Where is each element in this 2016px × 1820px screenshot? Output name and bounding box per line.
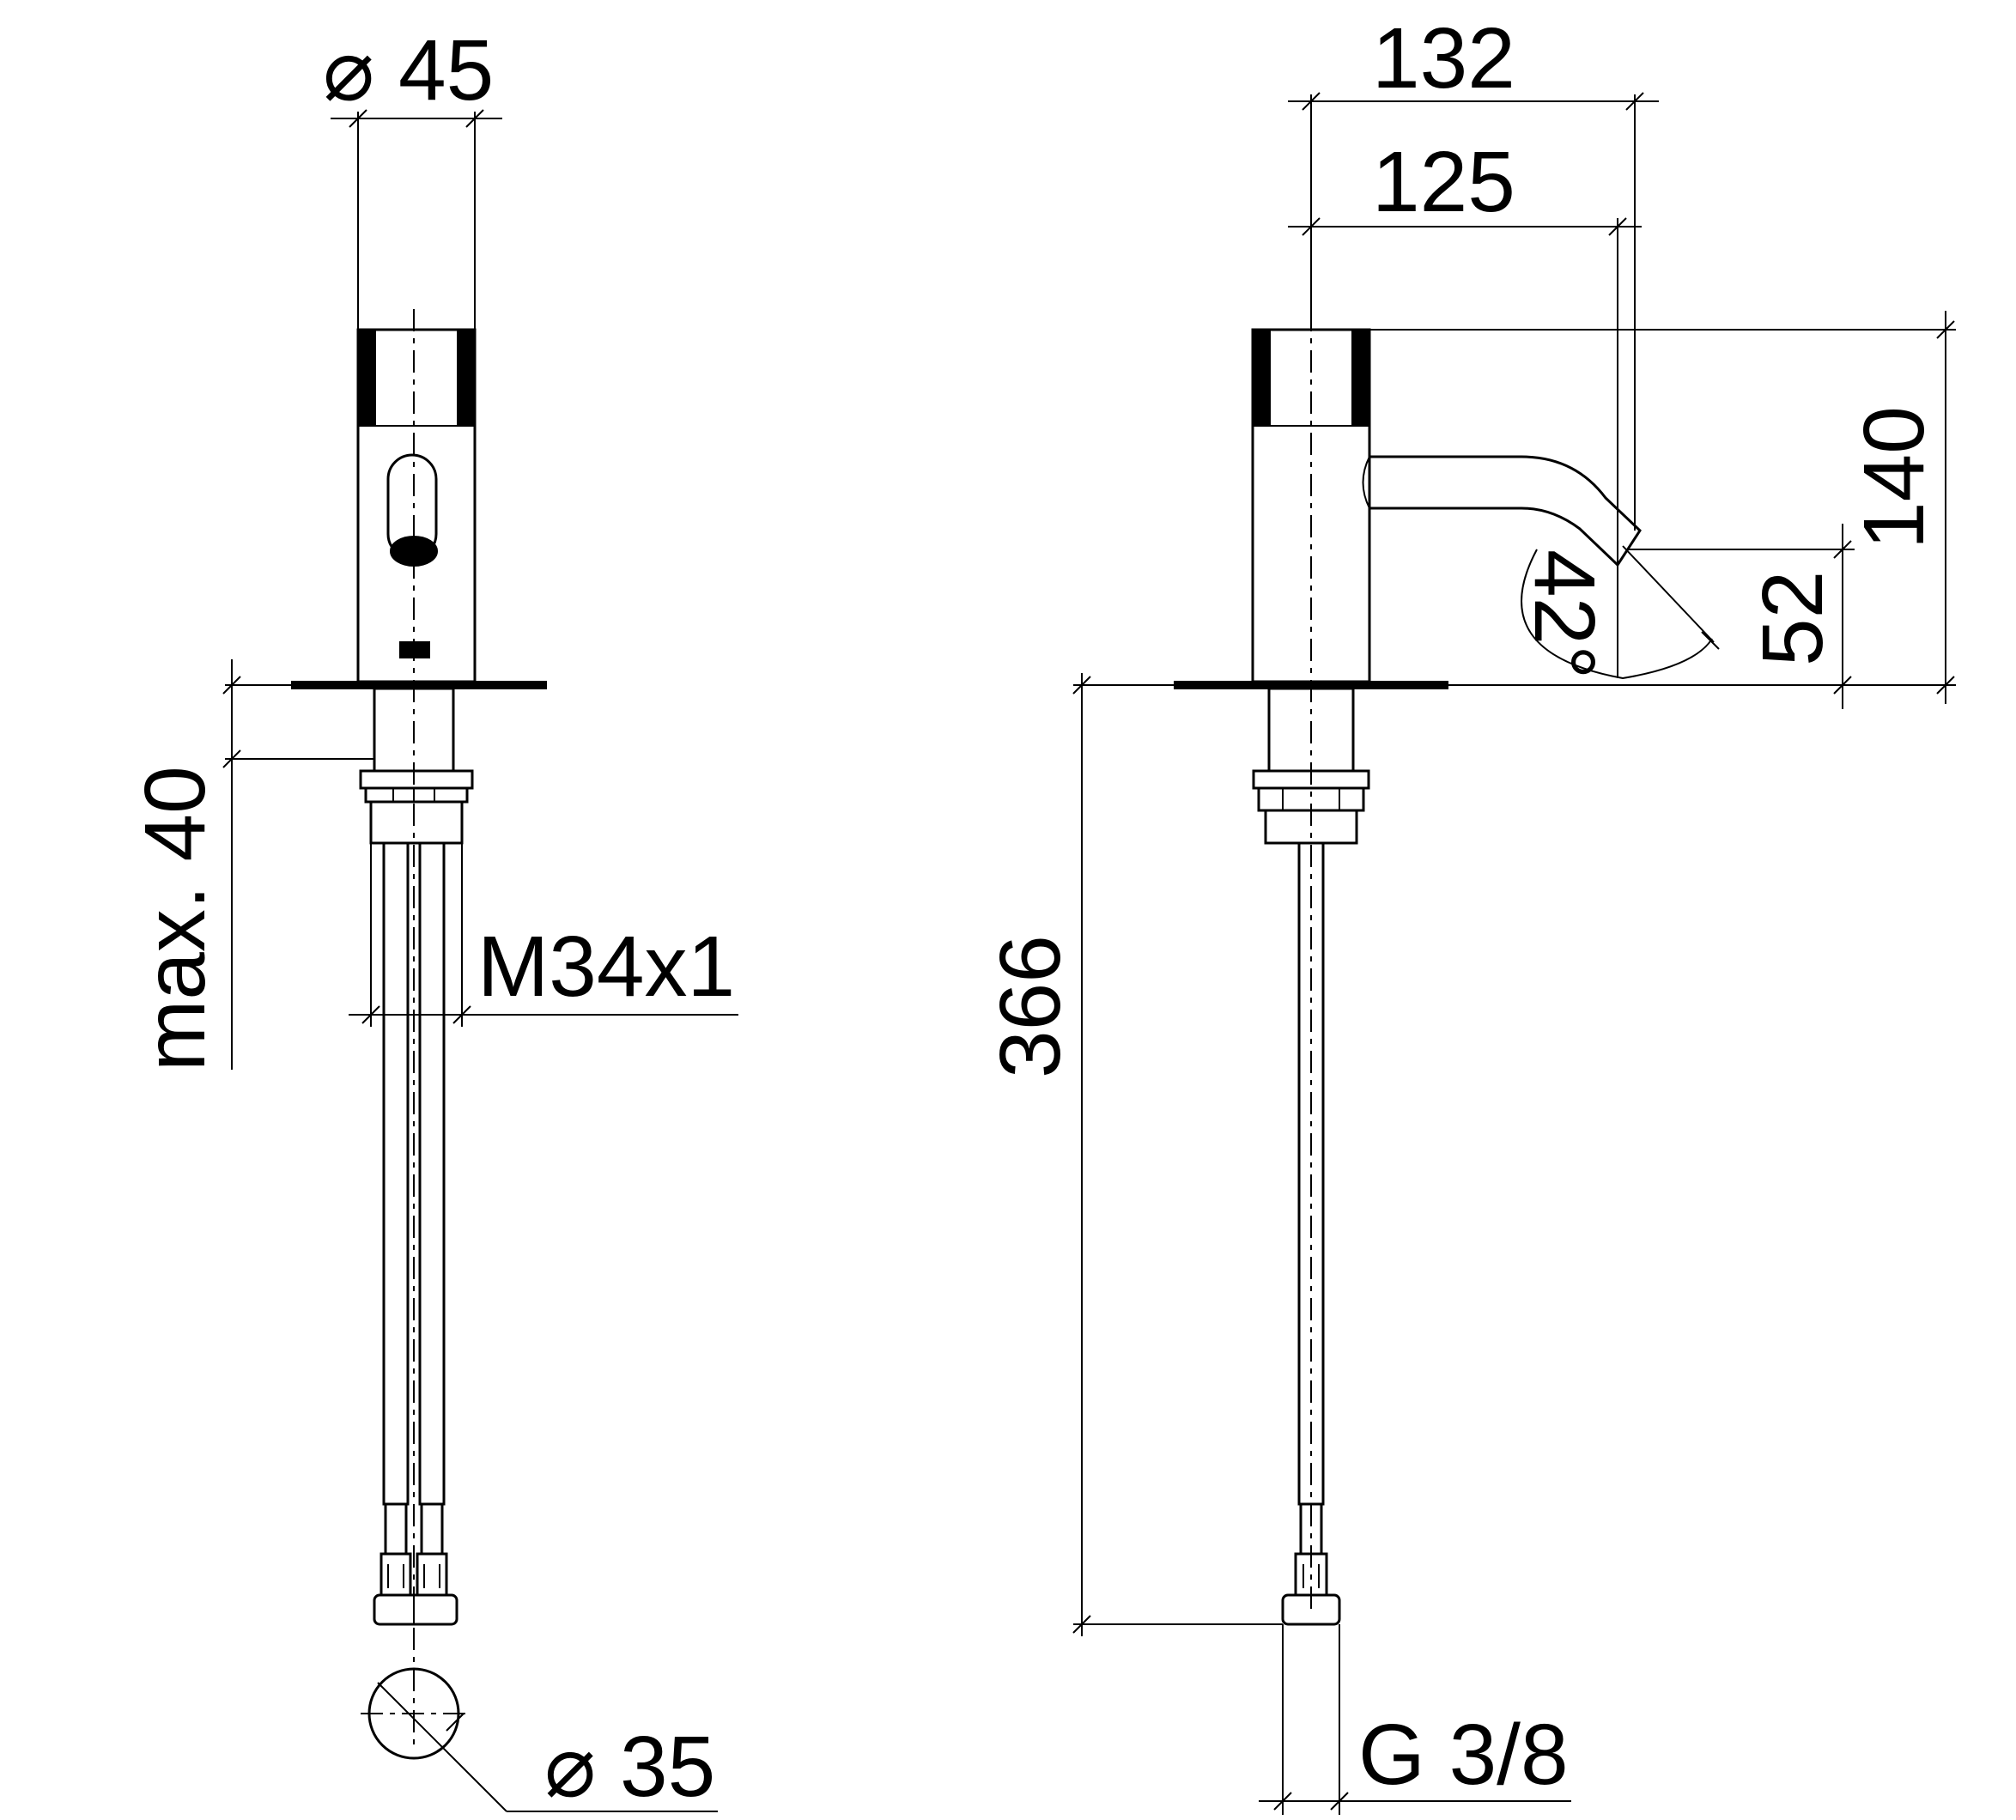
front-cap-knurl-left — [357, 329, 376, 427]
front-cap-knurl-right — [457, 329, 476, 427]
side-spout — [1369, 455, 1642, 567]
dim-side-125: 125 — [1372, 134, 1515, 230]
dim-side-366: 366 — [982, 935, 1078, 1078]
dim-side-132: 132 — [1372, 10, 1515, 106]
dim-side-angle: 42° — [1516, 549, 1612, 679]
dim-side-connection: G 3/8 — [1358, 1707, 1569, 1803]
front-nut-upper — [364, 786, 469, 804]
front-hose-left — [382, 841, 410, 1506]
dim-front-diameter-35: ⌀ 35 — [544, 1719, 715, 1815]
front-hose-right — [418, 841, 446, 1506]
side-cap-knurl-left — [1252, 329, 1271, 427]
side-view: 132 125 140 52 42° 366 — [982, 10, 1956, 1815]
dim-side-140: 140 — [1846, 406, 1942, 549]
front-hose-fitting-left — [384, 1502, 408, 1556]
dim-angle-arc — [1521, 549, 1713, 680]
dim-side-52: 52 — [1745, 571, 1841, 666]
front-connection-nuts — [373, 1593, 458, 1626]
front-sensor-window — [399, 641, 430, 658]
dim-front-thread: M34x1 — [477, 919, 735, 1015]
dim-front-max-40: max. 40 — [127, 766, 223, 1071]
front-aerator — [390, 536, 438, 567]
front-ferrule-left — [380, 1552, 412, 1597]
dim-front-diameter-45: ⌀ 45 — [323, 22, 494, 118]
front-view: ⌀ 45 max. 40 M34x1 ⌀ 35 — [127, 22, 738, 1815]
front-nut-washer — [359, 769, 474, 790]
front-thread-body — [369, 800, 464, 845]
side-cap-knurl-right — [1351, 329, 1370, 427]
side-connection-nut — [1281, 1593, 1341, 1626]
front-hose-fitting-right — [420, 1502, 444, 1556]
front-ferrule-right — [416, 1552, 448, 1597]
